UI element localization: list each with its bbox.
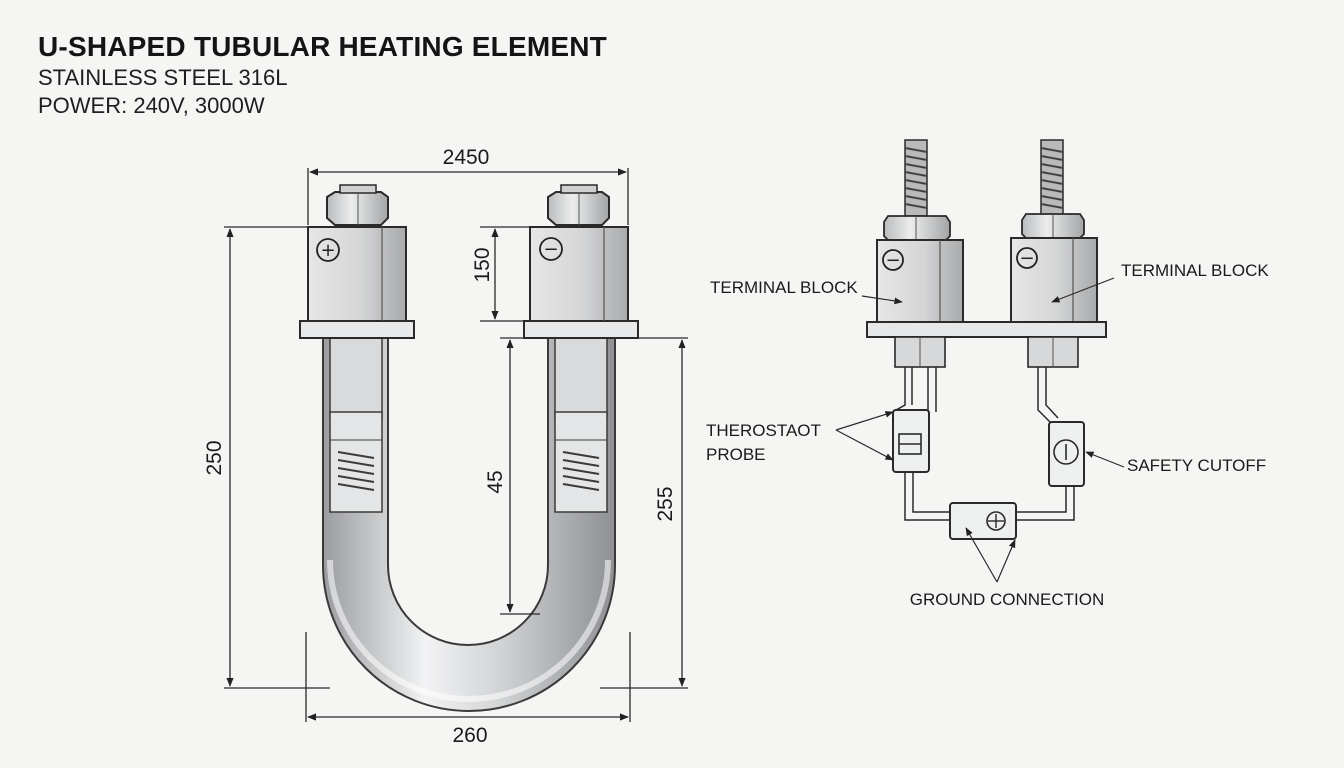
header: U-SHAPED TUBULAR HEATING ELEMENT STAINLE… [38, 30, 607, 120]
u-element: + − [299, 184, 639, 712]
dim-bottom-width: 260 [452, 724, 487, 747]
svg-text:+: + [320, 240, 335, 261]
positive-terminal-icon: + [316, 238, 340, 262]
wiring [895, 367, 1075, 521]
leader-lines [835, 277, 1125, 583]
material-spec: STAINLESS STEEL 316L [38, 65, 288, 90]
right-flange [523, 320, 639, 339]
svg-text:−: − [885, 250, 900, 271]
label-ground-connection: GROUND CONNECTION [910, 590, 1105, 609]
label-terminal-block-left: TERMINAL BLOCK [710, 278, 858, 297]
negative-terminal-icon: − [539, 237, 563, 261]
dim-right-height: 255 [654, 486, 677, 521]
power-spec: POWER: 240V, 3000W [38, 93, 265, 118]
left-threaded-stud [904, 139, 928, 217]
label-terminal-block-right: TERMINAL BLOCK [1121, 261, 1269, 280]
dimension-labels: 2450 150 250 45 255 260 [203, 146, 677, 747]
safety-cutoff-box [1048, 421, 1085, 487]
u-tube [322, 337, 616, 712]
right-leg-detail [554, 337, 608, 513]
block-left-housing [876, 239, 964, 323]
block-right-negative-icon: − [1016, 247, 1038, 269]
mounting-plate [866, 321, 1107, 338]
dim-top-width: 2450 [443, 146, 490, 169]
block-left-negative-icon: − [882, 249, 904, 271]
svg-text:−: − [1019, 248, 1034, 269]
thermostat-probe-box [892, 409, 930, 473]
dim-inner-depth: 45 [484, 470, 507, 493]
left-leg-detail [329, 337, 383, 513]
dim-terminal-height: 150 [471, 247, 494, 282]
right-terminal-housing [529, 226, 629, 322]
component-labels: TERMINAL BLOCK TERMINAL BLOCK THEROSTAOT… [706, 261, 1269, 609]
block-left-nut [883, 215, 951, 241]
dimension-lines [224, 168, 688, 722]
label-thermostat-line2: PROBE [706, 445, 766, 464]
label-thermostat-line1: THEROSTAOT [706, 421, 821, 440]
page-title: U-SHAPED TUBULAR HEATING ELEMENT [38, 31, 607, 62]
left-flange [299, 320, 415, 339]
left-terminal-housing [307, 226, 407, 322]
right-threaded-stud [1040, 139, 1064, 217]
terminal-block-assembly: − − [706, 139, 1269, 609]
label-safety-cutoff: SAFETY CUTOFF [1127, 456, 1266, 475]
dim-overall-height: 250 [203, 440, 226, 475]
svg-text:−: − [543, 239, 558, 260]
ground-connection-box [949, 502, 1017, 540]
